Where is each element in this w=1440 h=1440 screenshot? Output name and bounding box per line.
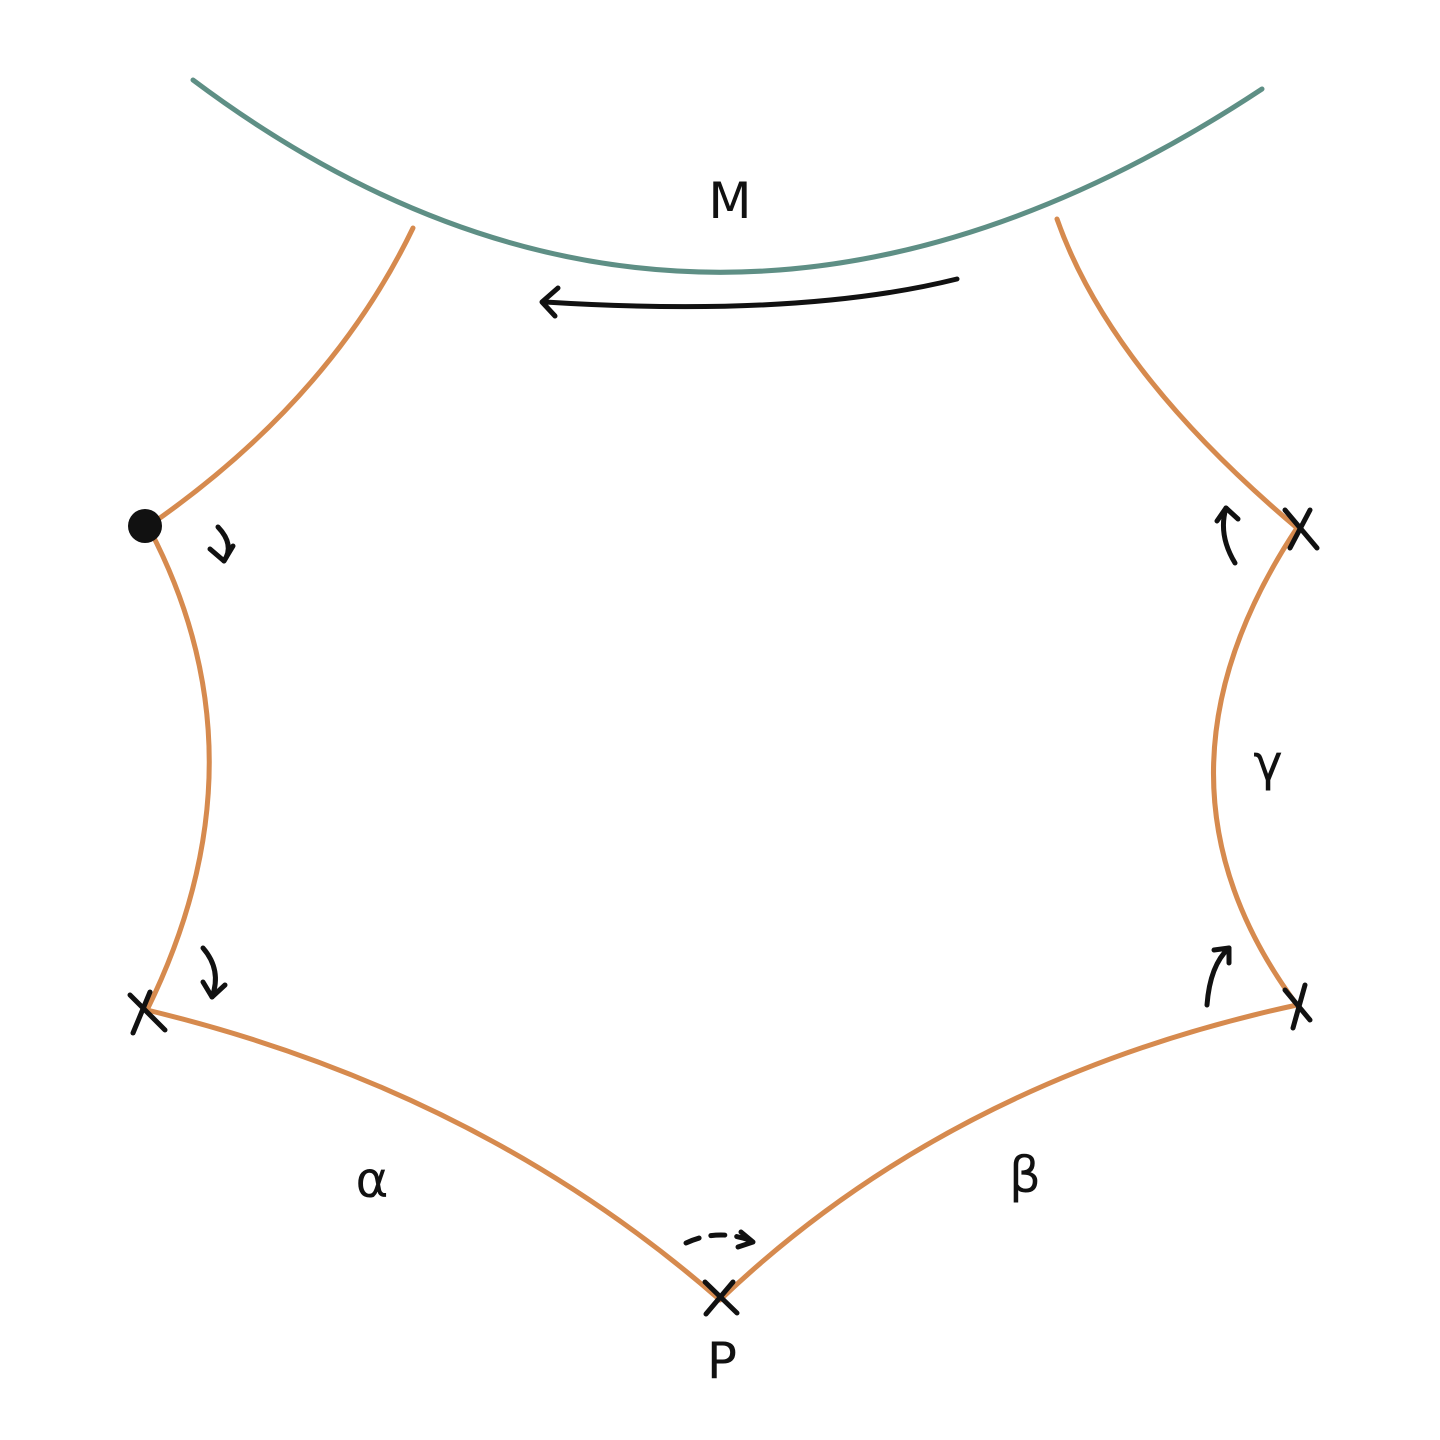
beta-label: β [1009, 1146, 1041, 1204]
edge-gamma [1211, 525, 1300, 1008]
gamma-label: γ [1253, 734, 1283, 792]
edge-left-upper [147, 225, 416, 528]
vertex-dot [128, 509, 162, 543]
boundary-label: M [708, 172, 751, 230]
alpha-label: α [356, 1151, 389, 1209]
boundary-direction-arrow [539, 276, 960, 319]
vertex-cross-right-top [1282, 507, 1320, 551]
vertex-cross-left-bottom [127, 989, 168, 1036]
right-bottom-arrow [1204, 945, 1232, 1008]
edge-left-side [144, 527, 212, 1013]
right-top-arrow [1214, 505, 1241, 566]
edge-right-upper [1054, 216, 1300, 531]
edge-alpha [144, 1007, 723, 1303]
vertex-cross-right-bottom [1282, 982, 1313, 1031]
vertex-p-label: P [707, 1332, 737, 1390]
boundary-curve [190, 77, 1265, 275]
left-bottom-arrow [200, 945, 228, 1000]
vertex-cross-bottom [702, 1279, 740, 1317]
edge-beta [717, 1002, 1300, 1303]
polygon-edges [144, 216, 1300, 1303]
bottom-dashed-arrow [683, 1229, 756, 1250]
left-top-arrow [207, 524, 236, 564]
